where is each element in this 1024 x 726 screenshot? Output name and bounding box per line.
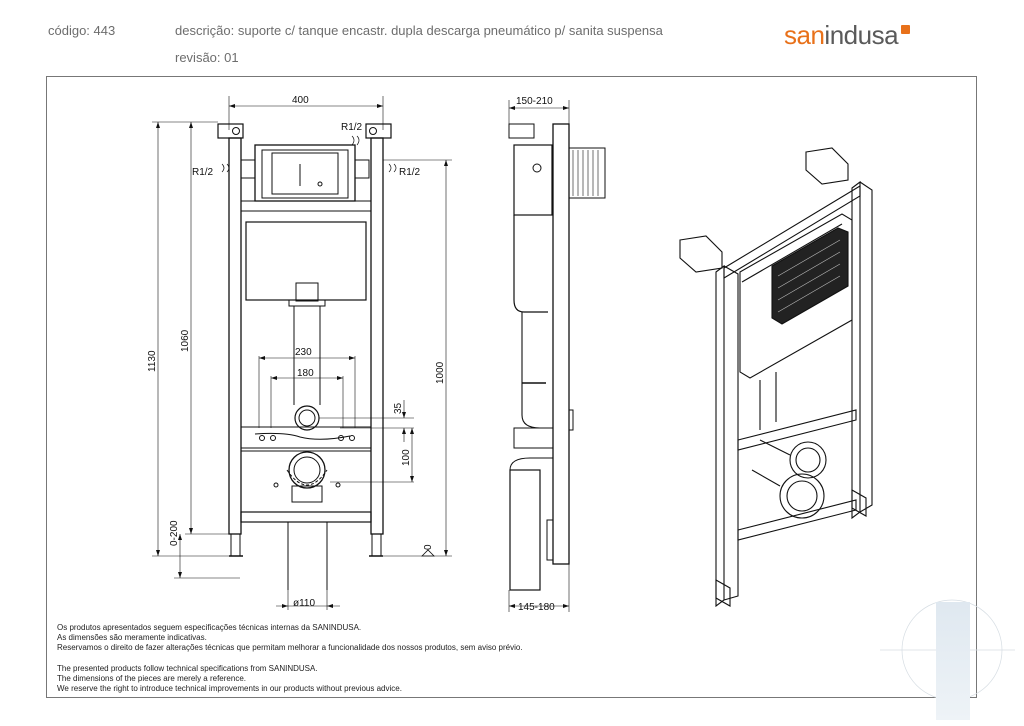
isometric-view <box>679 147 873 608</box>
logo-mark-icon <box>901 25 911 34</box>
dim-1130: 1130 <box>147 350 158 372</box>
front-view <box>152 96 452 610</box>
dim-0-200: 0-200 <box>169 520 180 546</box>
dim-400: 400 <box>292 95 309 106</box>
watermark-bar <box>936 602 970 720</box>
side-view <box>508 100 606 612</box>
sanindusa-logo: sanindusa <box>784 20 911 51</box>
dim-r12-top: R1/2 <box>341 122 363 133</box>
dim-1000: 1000 <box>435 361 446 384</box>
note-pt-1: Os produtos apresentados seguem especifi… <box>57 623 362 632</box>
note-pt-3: Reservamos o direito de fazer alterações… <box>57 643 523 652</box>
dim-zero: 0 <box>423 544 434 550</box>
note-en-1: The presented products follow technical … <box>57 664 318 673</box>
dim-100: 100 <box>401 449 412 466</box>
dim-1060: 1060 <box>180 329 191 352</box>
dim-150-210: 150-210 <box>516 96 553 107</box>
dim-35: 35 <box>393 402 404 414</box>
product-description: descrição: suporte c/ tanque encastr. du… <box>175 23 663 38</box>
dim-pipe-110: ø110 <box>293 598 315 609</box>
logo-part-indusa: indusa <box>824 20 899 50</box>
dim-r12-left: R1/2 <box>192 167 214 178</box>
revision-label: revisão: 01 <box>175 50 239 65</box>
dim-180: 180 <box>297 368 314 379</box>
logo-part-san: san <box>784 20 825 50</box>
notes-portuguese: Os produtos apresentados seguem especifi… <box>57 623 523 653</box>
notes-english: The presented products follow technical … <box>57 664 402 694</box>
dim-230: 230 <box>295 347 312 358</box>
note-en-3: We reserve the right to introduce techni… <box>57 684 402 693</box>
dim-145-180: 145-180 <box>518 602 555 613</box>
drawing-frame <box>46 76 977 698</box>
note-pt-2: As dimensões são meramente indicativas. <box>57 633 207 642</box>
note-en-2: The dimensions of the pieces are merely … <box>57 674 246 683</box>
dim-r12-right: R1/2 <box>399 167 421 178</box>
product-code: código: 443 <box>48 23 116 38</box>
